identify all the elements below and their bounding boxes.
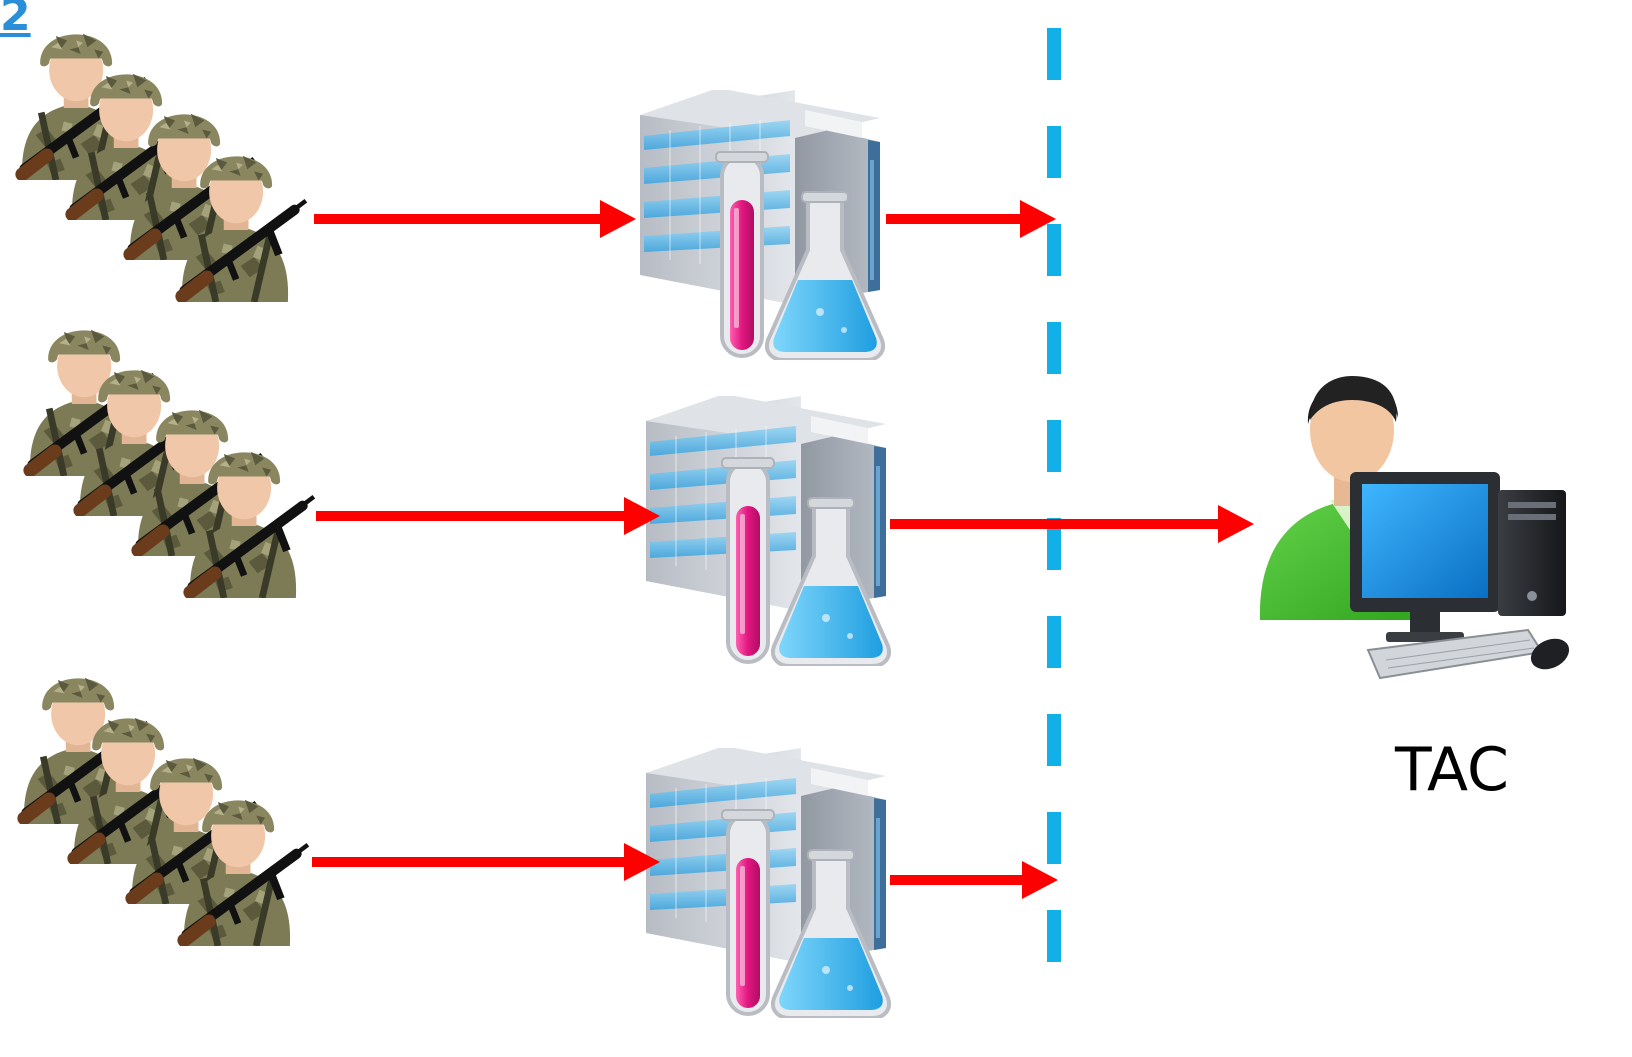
arrow-group2-to-lab2	[316, 497, 660, 535]
arrow-group3-to-lab3	[312, 843, 660, 881]
lab-1-building-icon	[638, 90, 886, 360]
arrow-lab2-to-tac	[890, 505, 1254, 543]
corner-number: 2	[0, 0, 31, 41]
lab-3-building-icon	[644, 748, 892, 1018]
arrow-head	[1020, 200, 1056, 238]
arrow-head	[624, 497, 660, 535]
soldier-group-1	[22, 34, 306, 302]
soldier-group-3	[24, 678, 308, 946]
soldier-group-2	[30, 330, 314, 598]
arrow-lab3-to-divider	[890, 861, 1058, 899]
arrow-group1-to-lab1	[314, 200, 636, 238]
arrow-head	[600, 200, 636, 238]
arrow-head	[1218, 505, 1254, 543]
arrow-lab1-to-divider	[886, 200, 1056, 238]
user-computer-icon	[1259, 376, 1570, 680]
arrow-head	[624, 843, 660, 881]
tac-label: TAC	[1395, 735, 1509, 805]
lab-2-building-icon	[644, 396, 892, 666]
arrow-head	[1022, 861, 1058, 899]
